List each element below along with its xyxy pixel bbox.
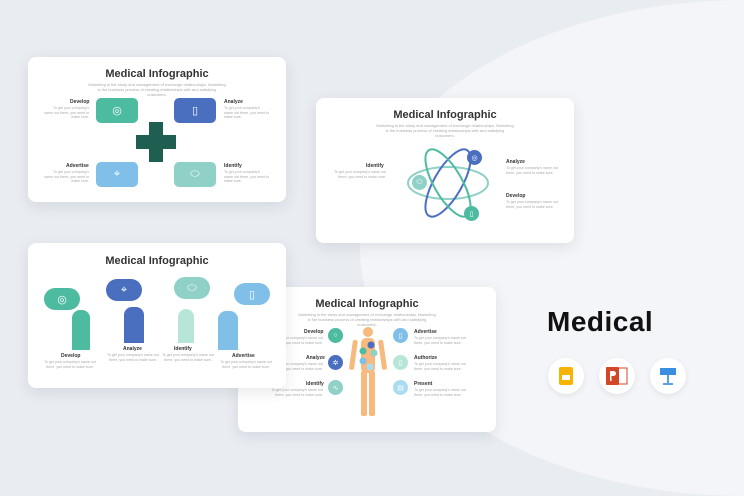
slide-people-infographic[interactable]: Medical Infographic ◎ ⌖ ⬭ ▯ Develop To g… (28, 243, 286, 388)
item-text: To get your company's name out there, yo… (224, 106, 269, 119)
brand-title: Medical (547, 306, 654, 337)
person-figure (218, 311, 238, 350)
bottle-icon: ▯ (393, 355, 408, 370)
pill-icon: ⬭ (174, 277, 210, 299)
item-text: To get your company's name out there, yo… (271, 362, 323, 371)
medicine-icon: ▯ (393, 328, 408, 343)
camera-icon: ◎ (467, 150, 482, 165)
camera-icon: ◎ (44, 288, 80, 310)
item-label: Advertise (414, 329, 437, 335)
stethoscope-icon: ∿ (328, 380, 343, 395)
apple-icon: ○ (328, 328, 343, 343)
item-label: Analyze (506, 159, 525, 165)
slide-description: Marketing is the study and management of… (88, 82, 226, 97)
slide-cross-infographic[interactable]: Medical Infographic Marketing is the stu… (28, 57, 286, 202)
item-label: Identify (366, 163, 384, 169)
cross-icon-bar (136, 135, 176, 149)
item-text: To get your company's name out there, yo… (44, 360, 96, 369)
item-text: To get your company's name out there, yo… (414, 362, 466, 371)
item-text: To get your company's name out there, yo… (44, 106, 89, 119)
person-figure (178, 309, 194, 343)
person-figure (124, 307, 144, 343)
document-icon: ▤ (393, 380, 408, 395)
item-text: To get your company's name out there, yo… (414, 336, 466, 345)
item-label: Identify (174, 346, 192, 352)
person-figure (72, 310, 90, 350)
slide-title: Medical Infographic (315, 298, 419, 310)
keynote-icon (650, 358, 686, 394)
item-label: Analyze (123, 346, 142, 352)
item-label: Authorize (414, 355, 438, 361)
powerpoint-icon (599, 358, 635, 394)
item-text: To get your company's name out there, yo… (334, 170, 386, 179)
pill-icon: ⬭ (412, 175, 427, 190)
human-body-icon (349, 327, 387, 416)
google-slides-icon (548, 358, 584, 394)
slide-title: Medical Infographic (393, 109, 497, 121)
slide-description: Marketing is the study and management of… (298, 312, 436, 327)
medicine-bottle-icon: ▯ (174, 98, 216, 123)
item-label: Analyze (224, 99, 243, 105)
item-text: To get your company's name out there, yo… (506, 166, 558, 175)
item-label: Develop (70, 99, 90, 105)
medicine-bottle-icon: ▯ (234, 283, 270, 305)
slide-atom-infographic[interactable]: Medical Infographic Marketing is the stu… (316, 98, 574, 243)
item-text: To get your company's name out there, yo… (414, 388, 466, 397)
pill-icon: ⬭ (174, 162, 216, 187)
location-pin-icon: ⌖ (96, 162, 138, 187)
item-text: To get your company's name out there, yo… (220, 360, 272, 369)
item-text: To get your company's name out there, yo… (224, 170, 269, 183)
item-label: Develop (304, 329, 324, 335)
item-text: To get your company's name out there, yo… (271, 336, 323, 345)
item-text: To get your company's name out there, yo… (506, 200, 558, 209)
item-text: To get your company's name out there, yo… (162, 353, 214, 362)
medicine-bottle-icon: ▯ (464, 206, 479, 221)
item-label: Analyze (306, 355, 325, 361)
camera-icon: ◎ (96, 98, 138, 123)
slide-title: Medical Infographic (105, 68, 209, 80)
item-label: Identify (224, 163, 242, 169)
item-label: Advertise (66, 163, 89, 169)
item-label: Advertise (232, 353, 255, 359)
item-label: Develop (61, 353, 81, 359)
location-pin-icon: ⌖ (106, 279, 142, 301)
item-text: To get your company's name out there, yo… (44, 170, 89, 183)
slide-description: Marketing is the study and management of… (376, 123, 514, 138)
item-label: Identify (306, 381, 324, 387)
item-text: To get your company's name out there, yo… (271, 388, 323, 397)
item-text: To get your company's name out there, yo… (107, 353, 159, 362)
slide-title: Medical Infographic (105, 255, 209, 267)
item-label: Present (414, 381, 433, 387)
item-label: Develop (506, 193, 526, 199)
virus-icon: ✲ (328, 355, 343, 370)
